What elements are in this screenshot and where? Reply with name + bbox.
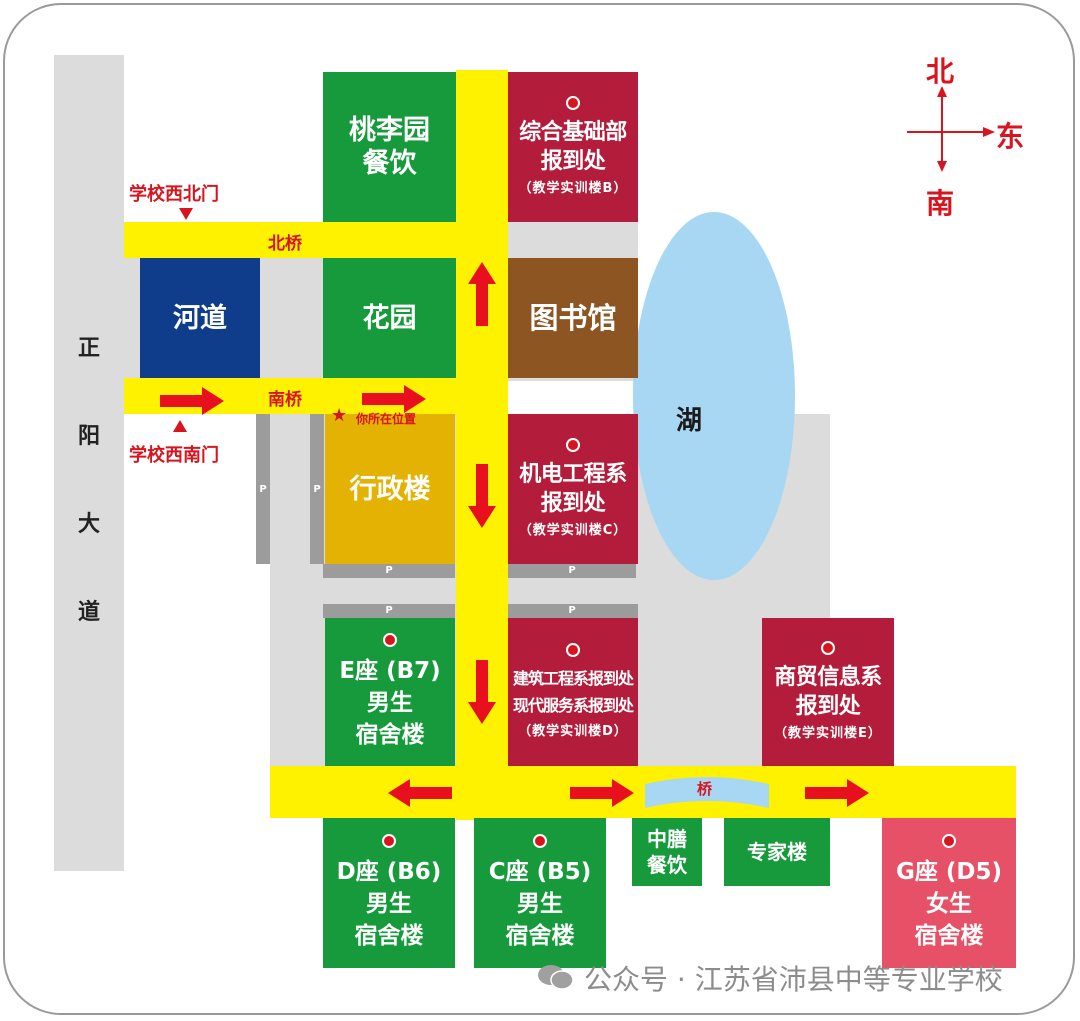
location-dot [382, 834, 396, 848]
e-block-male-dorm: E座 (B7) 男生 宿舍楼 [325, 618, 455, 766]
taoliyuan-dining: 桃李园 餐饮 [323, 72, 456, 222]
parking-strip-west [256, 414, 270, 564]
parking-strip-admin-south [323, 564, 455, 578]
arrow-down-icon [468, 660, 496, 724]
location-dot [566, 438, 580, 452]
g-block-female-dorm: G座 (D5) 女生 宿舍楼 [882, 818, 1016, 968]
parking-label: P [259, 484, 267, 495]
south-road [270, 766, 1016, 818]
parking-label: P [313, 484, 321, 495]
zhengyang-avenue-label: 正 阳 大 道 [77, 336, 100, 625]
north-bridge-label: 北桥 [268, 234, 302, 254]
location-dot [566, 643, 580, 657]
zhongshan-dining: 中膳 餐饮 [632, 818, 702, 886]
parking-strip-e-north [323, 604, 455, 618]
north-bridge-road [124, 222, 508, 258]
parking-strip-d-north [508, 604, 638, 618]
watermark-text: 公众号 · 江苏省沛县中等专业学校 [584, 963, 1003, 996]
location-dot [942, 834, 956, 848]
parking-label: P [385, 565, 393, 576]
expert-building: 专家楼 [724, 818, 830, 886]
south-bridge-label: 南桥 [268, 390, 302, 410]
d-block-male-dorm: D座 (B6) 男生 宿舍楼 [323, 818, 455, 968]
gate-up-triangle-icon [173, 420, 187, 432]
wechat-icon [538, 965, 574, 990]
c-block-male-dorm: C座 (B5) 男生 宿舍楼 [474, 818, 606, 968]
parking-strip-c-south [508, 564, 636, 578]
map-frame [3, 3, 1075, 1015]
location-dot [383, 633, 397, 647]
star-icon: ★ [331, 405, 348, 426]
parking-label: P [568, 605, 576, 616]
southwest-gate-label: 学校西南门 [129, 445, 219, 466]
arrow-right-icon [570, 779, 634, 807]
arrow-down-icon [468, 464, 496, 528]
arrow-right-icon [160, 387, 224, 415]
arrow-right-icon [805, 779, 869, 807]
lake [633, 212, 795, 580]
arrow-up-icon [468, 262, 496, 326]
library: 图书馆 [508, 258, 638, 378]
location-dot [533, 834, 547, 848]
arrow-right-icon [362, 385, 426, 413]
lake-label: 湖 [676, 406, 703, 436]
gate-down-triangle-icon [179, 208, 193, 220]
construction-service-registration: 建筑工程系报到处 现代服务系报到处 （教学实训楼D） [508, 618, 638, 766]
ground-strip [508, 222, 638, 258]
compass-cross-icon [907, 86, 995, 172]
general-foundation-registration: 综合基础部 报到处 （教学实训楼B） [508, 72, 638, 222]
business-info-registration: 商贸信息系 报到处 （教学实训楼E） [762, 618, 894, 766]
east-bridge-label: 桥 [697, 780, 713, 798]
river-channel: 河道 [140, 258, 260, 378]
arrow-left-icon [388, 779, 452, 807]
garden: 花园 [323, 258, 456, 378]
compass-south: 南 [926, 187, 955, 220]
administration-building: 行政楼 [325, 414, 455, 564]
you-are-here-label: 你所在位置 [356, 412, 417, 426]
parking-label: P [568, 565, 576, 576]
location-dot [566, 96, 580, 110]
compass-north: 北 [926, 55, 955, 88]
northwest-gate-label: 学校西北门 [129, 184, 219, 205]
parking-strip-admin [310, 414, 324, 564]
location-dot [821, 641, 835, 655]
east-bridge-shape [645, 777, 769, 808]
mechatronics-registration: 机电工程系 报到处 （教学实训楼C） [508, 414, 638, 564]
zhengyang-avenue [54, 55, 124, 871]
parking-label: P [385, 605, 393, 616]
compass-east: 东 [996, 120, 1025, 153]
